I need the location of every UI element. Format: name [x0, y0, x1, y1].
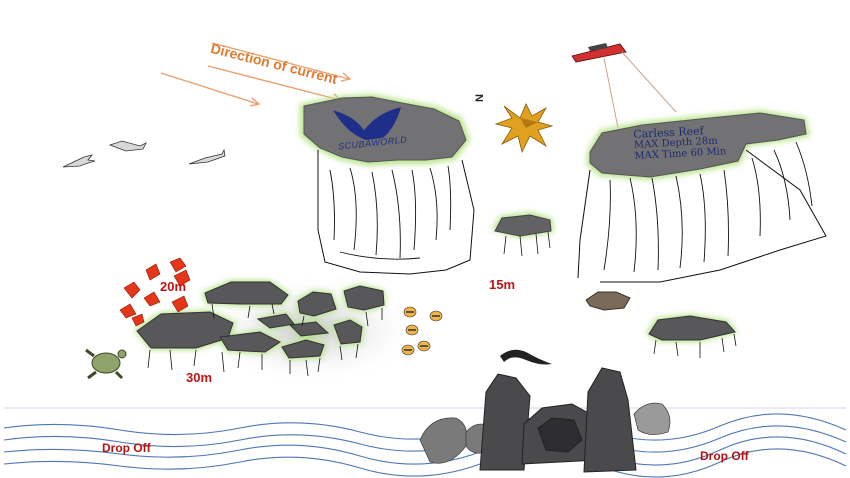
depth-label-30m: 30m — [186, 370, 213, 385]
drop-off-label-right: Drop Off — [700, 449, 749, 463]
compass-star-icon — [494, 103, 554, 154]
scubaworld-logo-icon — [333, 107, 402, 141]
plateau-right — [577, 110, 827, 283]
eel-icon — [500, 349, 552, 365]
shark-icon — [62, 140, 226, 168]
pinnacles — [479, 367, 637, 473]
current-arrows — [160, 42, 352, 107]
butterflyfish-icon — [401, 306, 443, 356]
drop-off-label-left: Drop Off — [102, 441, 151, 455]
boat-icon — [571, 43, 677, 139]
rock-middle — [492, 212, 554, 257]
lionfish-icon — [119, 257, 191, 327]
rock-right — [646, 314, 738, 358]
scorpionfish-icon — [585, 291, 631, 311]
depth-label-20m: 20m — [160, 279, 187, 294]
depth-label-15m: 15m — [489, 277, 516, 292]
site-info-block: Carless Reef MAX Depth 28m MAX Time 60 M… — [633, 124, 727, 162]
rock-cluster — [134, 280, 386, 377]
north-label: N — [473, 94, 486, 102]
turtle-icon — [85, 348, 127, 380]
